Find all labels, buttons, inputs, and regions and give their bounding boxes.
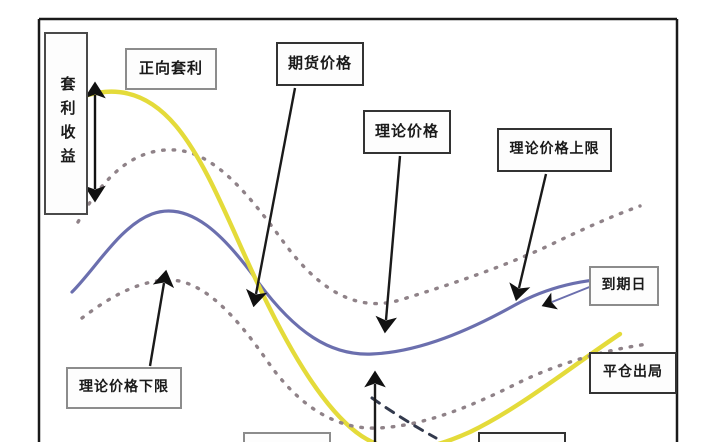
callout-close-position-label: 平仓出局 [603,365,663,381]
callout-theoretical-price: 理论价格 [363,110,451,154]
y-axis-vertical-label: 套利收益 [44,32,88,215]
expiration-date-leader-line [541,285,593,310]
callout-bottom-left-cropped [243,432,331,442]
callout-theoretical-price-lower-label: 理论价格下限 [79,380,169,396]
callout-futures-price-label: 期货价格 [287,55,352,72]
callout-theoretical-price-upper-label: 理论价格上限 [509,142,600,158]
callout-theoretical-price-upper: 理论价格上限 [497,128,612,172]
y-axis-vertical-label-text: 套利收益 [58,75,75,172]
callout-bottom-right-cropped [478,432,566,442]
callout-futures-price: 期货价格 [276,42,364,86]
callout-forward-arbitrage-label: 正向套利 [138,60,203,77]
theoretical-lower-leader-arrow [148,269,175,367]
futures-price-curve [85,89,623,442]
callout-close-position: 平仓出局 [589,352,677,394]
callout-expiration-date: 到期日 [589,266,659,306]
futures-price-leader-arrow [246,87,297,308]
callout-expiration-date-label: 到期日 [601,278,647,294]
chart-frame [37,17,679,442]
callout-theoretical-price-label: 理论价格 [374,123,439,140]
theoretical-upper-leader-arrow [509,173,548,302]
theoretical-price-leader-arrow [375,155,402,334]
theoretical-upper-bound-curve [76,148,642,306]
callout-theoretical-price-lower: 理论价格下限 [66,367,182,409]
bottom-dashed-connector [370,396,438,440]
callout-forward-arbitrage: 正向套利 [125,48,217,90]
